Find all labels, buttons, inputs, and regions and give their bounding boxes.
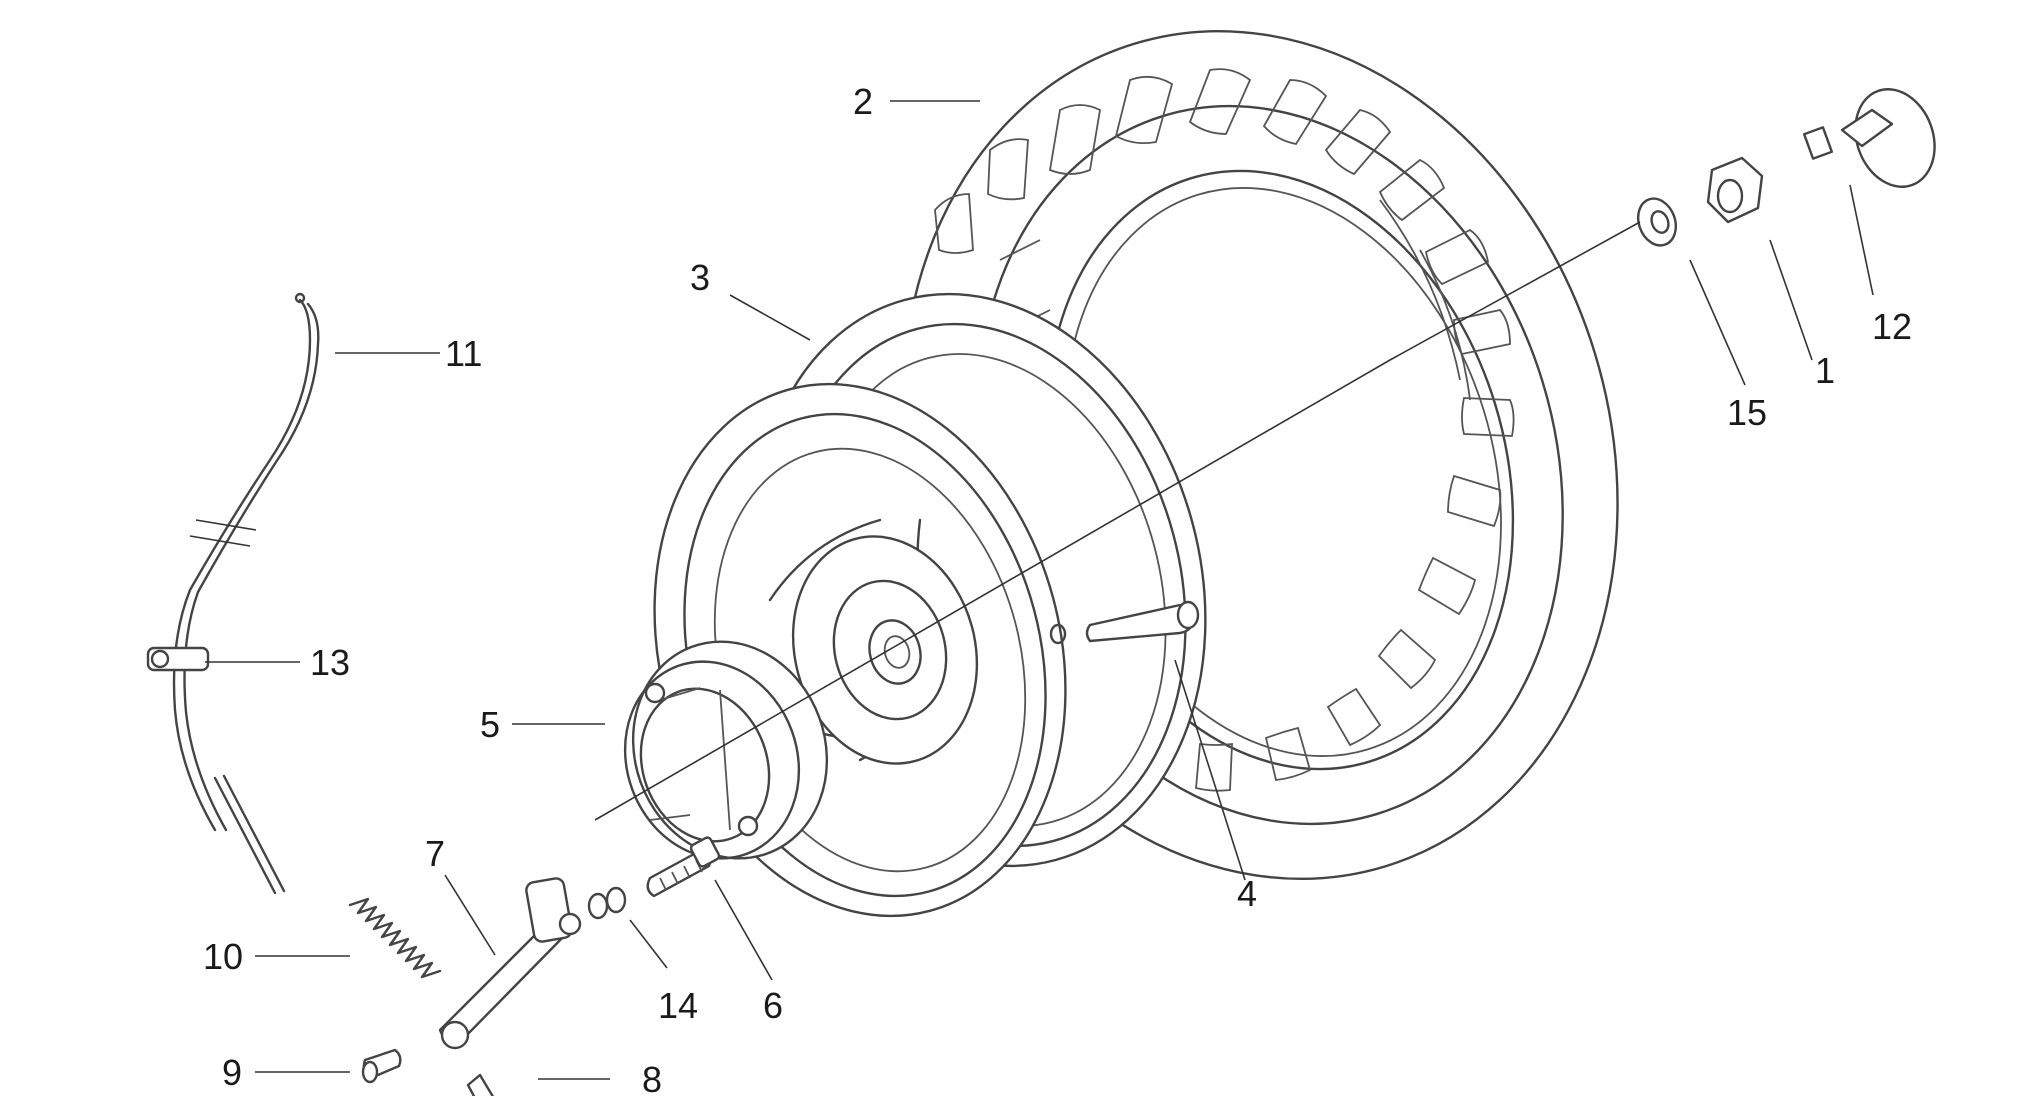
spring bbox=[348, 897, 442, 979]
callout-3: 3 bbox=[690, 257, 710, 298]
hub-cap bbox=[1802, 88, 1936, 188]
callout-labels: 1 2 3 4 5 6 7 8 9 10 11 12 13 14 15 bbox=[203, 81, 1912, 1100]
callout-12: 12 bbox=[1872, 306, 1912, 347]
pin bbox=[361, 1048, 402, 1084]
screw bbox=[466, 1073, 497, 1101]
brake-cam bbox=[646, 836, 721, 898]
axle-centerline bbox=[594, 221, 1641, 821]
brake-lever bbox=[438, 877, 582, 1050]
callout-13: 13 bbox=[310, 642, 350, 683]
o-rings bbox=[587, 886, 627, 920]
brake-shoes bbox=[623, 640, 829, 860]
callout-2: 2 bbox=[853, 81, 873, 122]
callout-1: 1 bbox=[1815, 350, 1835, 391]
callout-9: 9 bbox=[222, 1052, 242, 1093]
wheel-nut bbox=[1706, 156, 1764, 224]
washer bbox=[1636, 197, 1678, 247]
cable-clamp bbox=[146, 646, 210, 672]
callout-4: 4 bbox=[1237, 873, 1257, 914]
callout-14: 14 bbox=[658, 985, 698, 1026]
callout-6: 6 bbox=[763, 985, 783, 1026]
callout-15: 15 bbox=[1727, 392, 1767, 433]
callout-5: 5 bbox=[480, 704, 500, 745]
callout-10: 10 bbox=[203, 936, 243, 977]
callout-7: 7 bbox=[425, 833, 445, 874]
callout-11: 11 bbox=[445, 333, 482, 374]
callout-8: 8 bbox=[642, 1059, 662, 1096]
brake-cable bbox=[172, 292, 320, 895]
leader-lines bbox=[205, 100, 1874, 1080]
tyre-valve bbox=[1049, 600, 1200, 645]
